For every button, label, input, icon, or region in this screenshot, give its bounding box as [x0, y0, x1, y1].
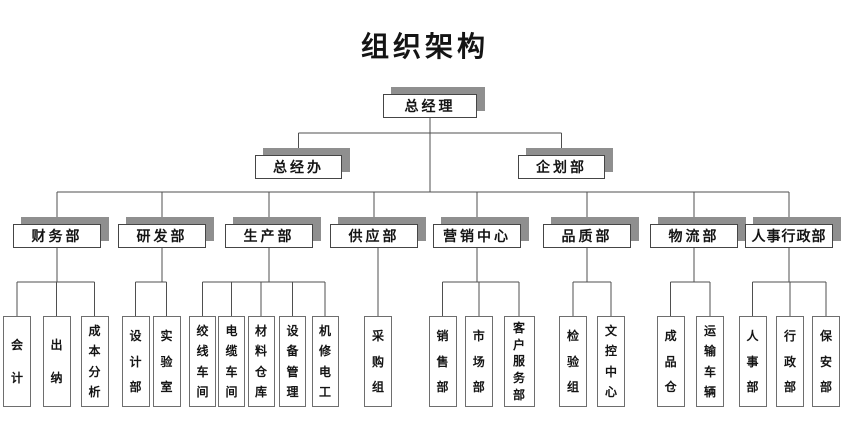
node-sub-accounting: 会计: [3, 316, 31, 407]
connector-logistics-group: [670, 248, 711, 316]
node-sub-security: 保安部: [812, 316, 840, 407]
node-dept-finance: 财务部: [13, 224, 101, 248]
node-general-manager: 总经理: [383, 94, 477, 118]
node-dept-supply: 供应部: [330, 224, 418, 248]
node-dept-marketing-center: 营销中心: [433, 224, 521, 248]
connector-root-to-departments: [56, 191, 790, 224]
node-sub-admin: 行政部: [776, 316, 804, 407]
connector-hr-admin-group: [752, 248, 827, 316]
node-dept-logistics: 物流部: [650, 224, 738, 248]
node-planning-dept: 企划部: [518, 155, 605, 179]
connector-production-group: [202, 248, 326, 316]
node-dept-production: 生产部: [225, 224, 313, 248]
node-dept-quality: 品质部: [543, 224, 631, 248]
node-sub-purchasing-group: 采购组: [364, 316, 392, 407]
node-sub-transport-vehicles: 运输车辆: [696, 316, 724, 407]
node-sub-stranding-workshop: 绞线车间: [189, 316, 216, 407]
node-sub-doc-control-center: 文控中心: [597, 316, 625, 407]
node-dept-rnd: 研发部: [118, 224, 206, 248]
connector-quality-group: [572, 248, 612, 316]
node-dept-hr-admin: 人事行政部: [745, 224, 833, 248]
node-sub-market: 市场部: [464, 316, 493, 407]
connector-rnd-group: [135, 248, 167, 316]
node-sub-cashier: 出纳: [42, 316, 71, 407]
node-sub-material-warehouse: 材料仓库: [247, 316, 275, 407]
node-sub-design: 设计部: [121, 316, 150, 407]
node-gm-office: 总经办: [255, 155, 342, 179]
chart-title: 组织架构: [360, 30, 489, 63]
node-sub-maintenance-electrician: 机修电工: [311, 316, 339, 407]
node-sub-equipment-mgmt: 设备管理: [279, 316, 306, 407]
connector-finance-group: [16, 248, 95, 316]
node-sub-finished-goods-warehouse: 成品仓: [656, 316, 685, 407]
node-sub-customer-service: 客户服务部: [503, 316, 535, 407]
node-sub-hr: 人事部: [738, 316, 767, 407]
node-sub-sales: 销售部: [428, 316, 457, 407]
node-sub-inspection-group: 检验组: [559, 316, 587, 407]
connector-marketing-group: [442, 248, 520, 316]
node-sub-cost-analysis: 成本分析: [80, 316, 109, 407]
node-sub-cable-workshop: 电缆车间: [218, 316, 245, 407]
node-sub-laboratory: 实验室: [152, 316, 181, 407]
